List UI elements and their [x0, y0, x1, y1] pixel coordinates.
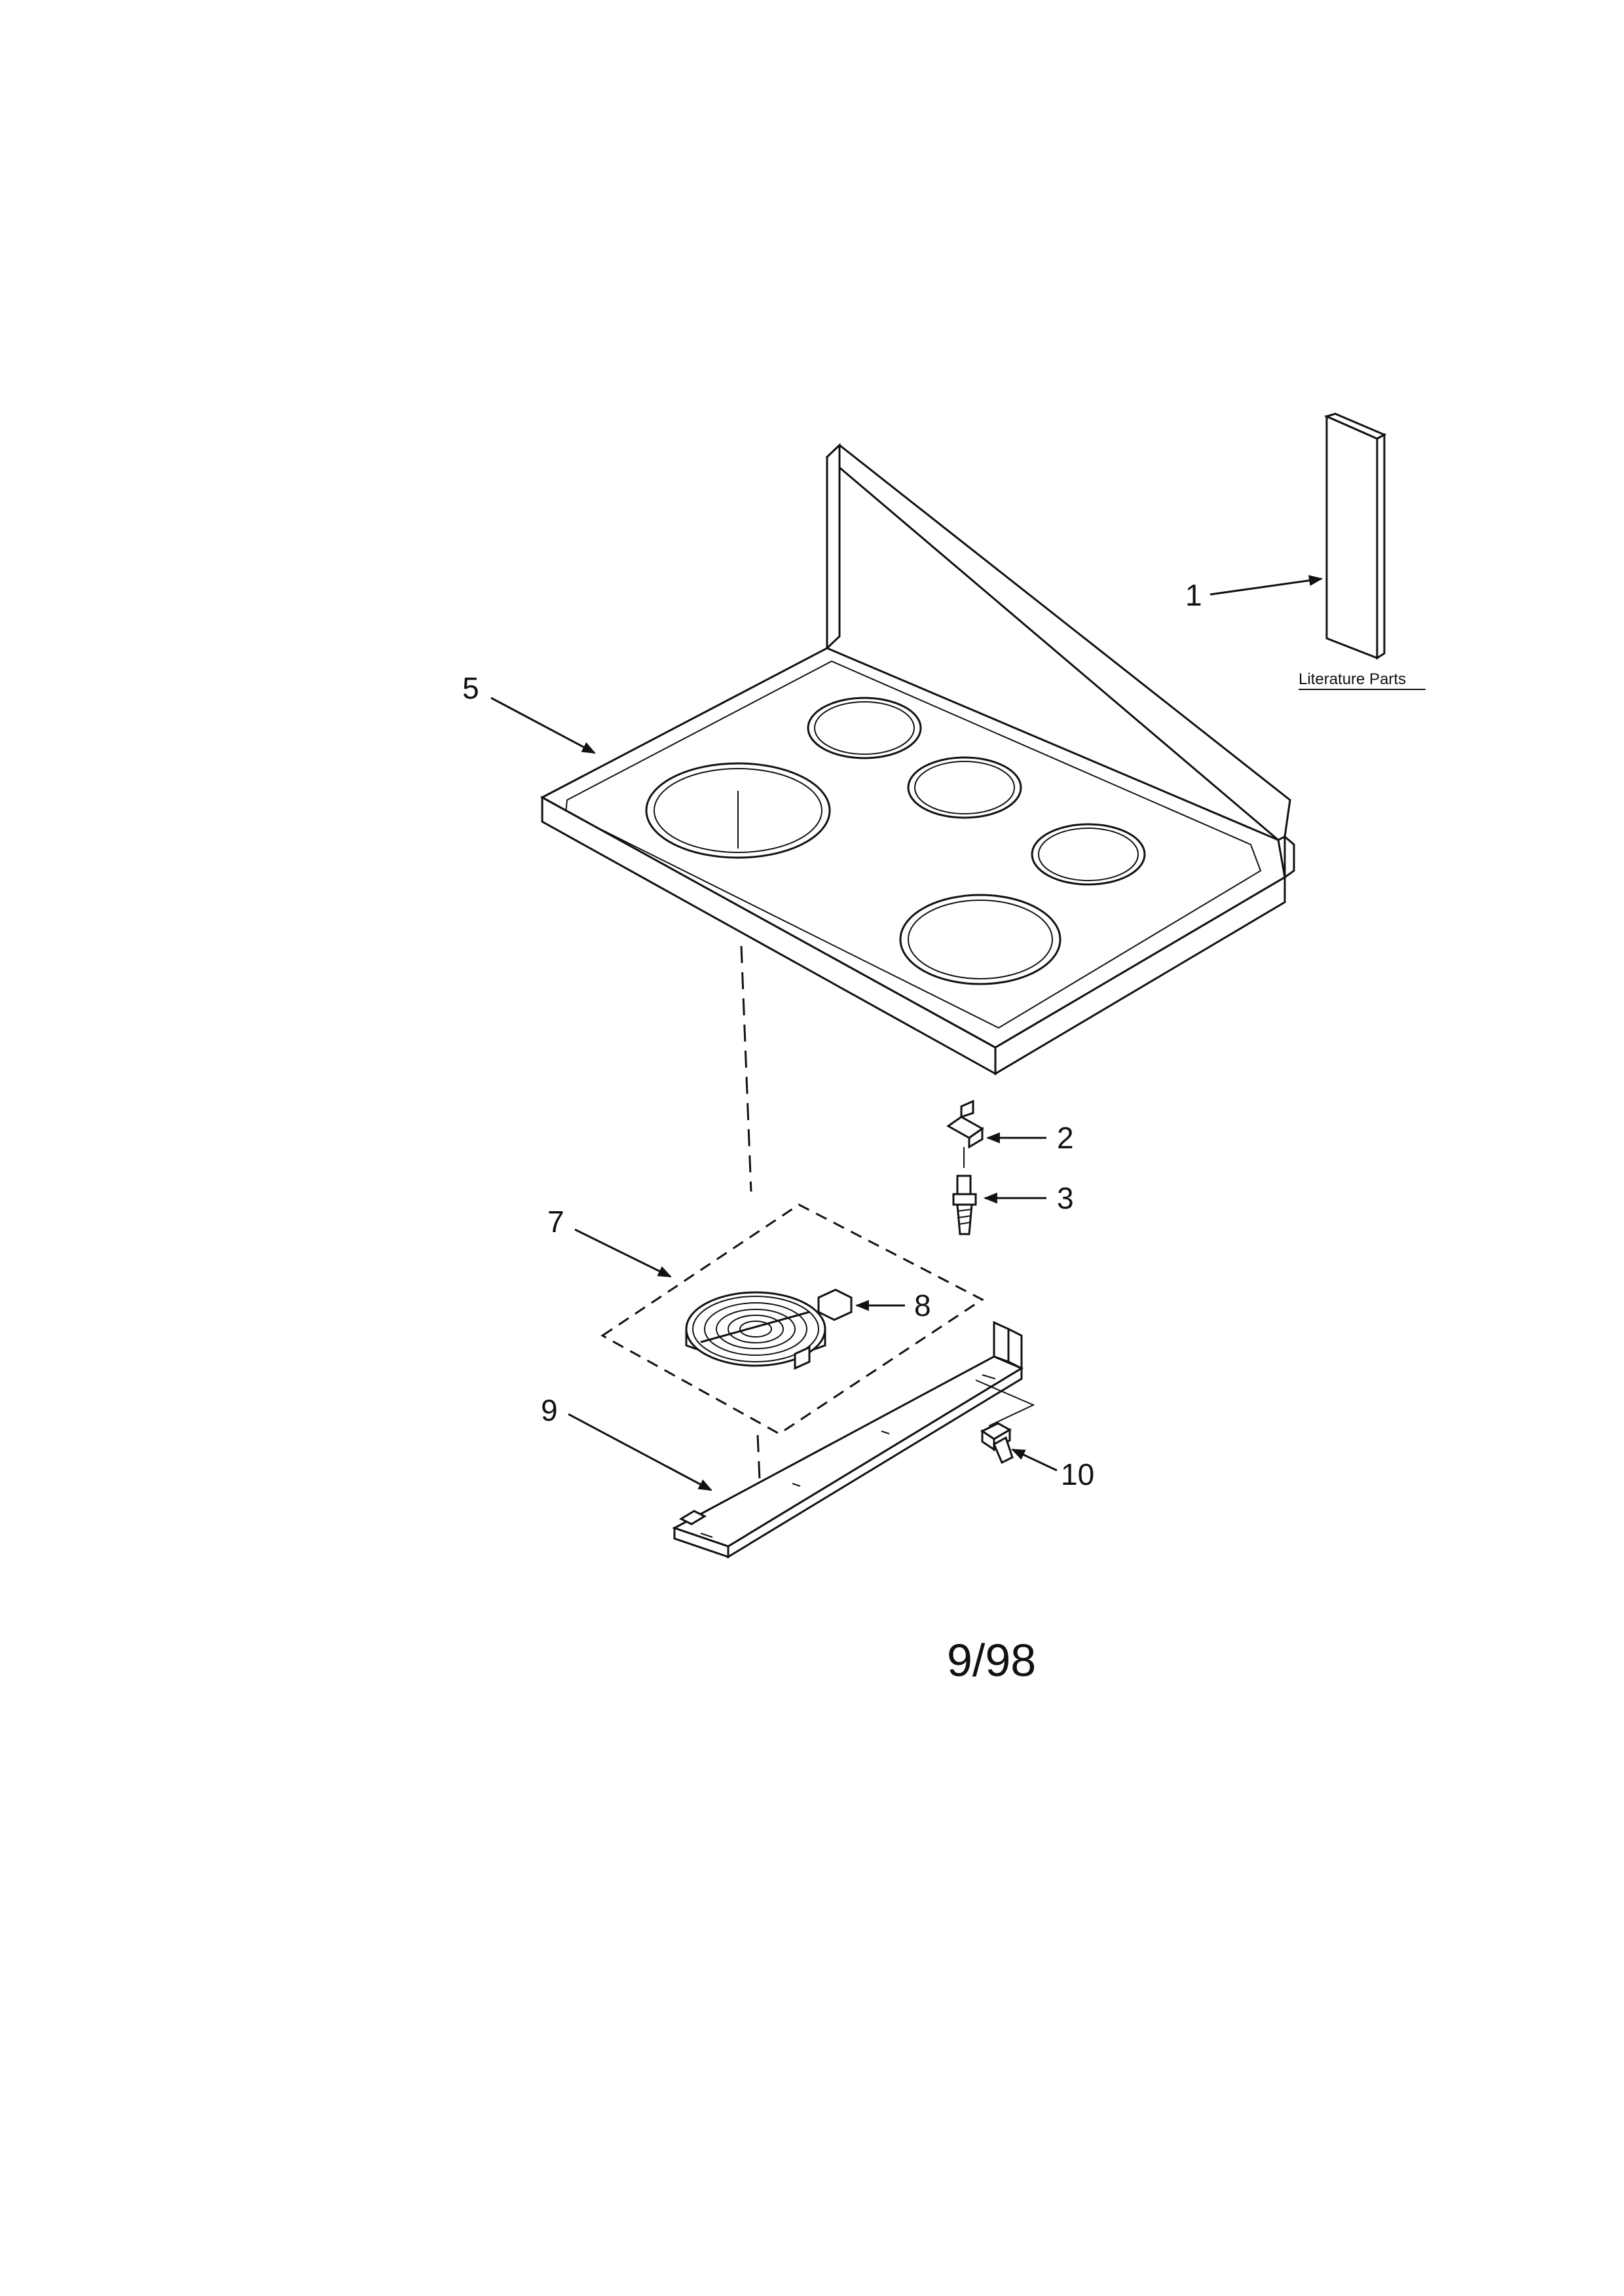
- alignment-line: [740, 945, 752, 1192]
- callout-1: 1: [1185, 578, 1202, 612]
- clip: [946, 1099, 984, 1168]
- screw: [952, 1175, 977, 1235]
- cooktop: [540, 443, 1295, 1076]
- leader-1: [1209, 575, 1323, 596]
- callout-5: 5: [462, 671, 479, 705]
- leader-7: [574, 1228, 672, 1278]
- callout-8: 8: [914, 1288, 931, 1322]
- callout-7: 7: [547, 1205, 564, 1239]
- element-bracket-line: [756, 1434, 761, 1480]
- leader-10: [1011, 1448, 1058, 1472]
- support-bracket: [672, 1321, 1035, 1559]
- date-code: 9/98: [947, 1635, 1036, 1686]
- leader-5: [490, 697, 596, 754]
- radiant-element: [685, 1288, 853, 1370]
- leader-9: [568, 1413, 712, 1491]
- callout-2: 2: [1057, 1121, 1074, 1155]
- bolt: [980, 1422, 1014, 1465]
- element-outline: [600, 1203, 984, 1435]
- callout-3: 3: [1057, 1181, 1074, 1215]
- literature-booklet: [1323, 412, 1387, 660]
- callout-9: 9: [541, 1393, 558, 1427]
- callout-10: 10: [1061, 1457, 1094, 1491]
- literature-caption: Literature Parts: [1299, 670, 1406, 688]
